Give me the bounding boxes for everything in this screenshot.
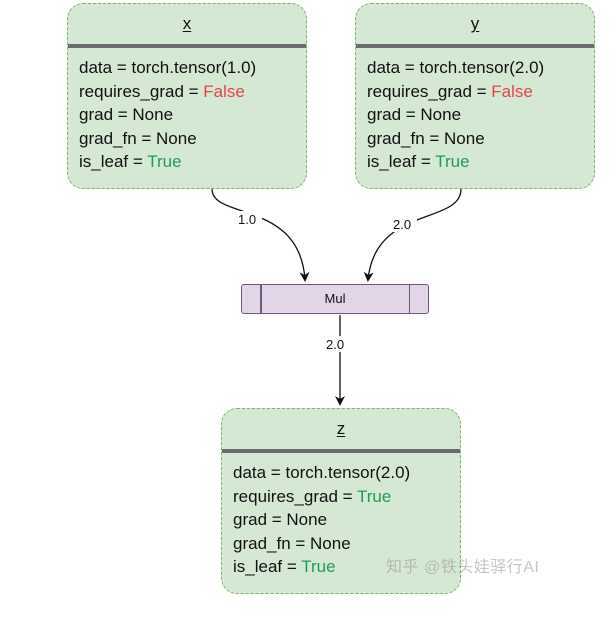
node-divider <box>222 449 460 453</box>
op-right-bar <box>408 285 410 313</box>
attr-value-true: True <box>356 486 392 506</box>
node-divider <box>68 44 306 48</box>
attr-value: None <box>420 105 462 124</box>
attr-value: torch.tensor(2.0) <box>419 58 545 77</box>
attr-row-data: data = torch.tensor(2.0) <box>367 56 584 80</box>
attr-value-true: True <box>435 152 470 171</box>
attr-row-is-leaf: is_leaf = True <box>233 555 450 579</box>
attr-key: requires_grad = <box>233 486 357 506</box>
attr-row-requires-grad: requires_grad = False <box>367 80 584 104</box>
attr-value: None <box>310 533 351 553</box>
attr-row-is-leaf: is_leaf = True <box>79 150 296 174</box>
node-title: x <box>182 14 192 33</box>
edge-x-to-mul <box>211 188 310 282</box>
tensor-node-x: x data = torch.tensor(1.0) requires_grad… <box>67 3 307 189</box>
mul-operation-node: Mul <box>241 284 429 314</box>
attr-key: is_leaf = <box>79 152 148 171</box>
tensor-node-z: z data = torch.tensor(2.0) requires_grad… <box>221 408 461 594</box>
edge-label-y-to-mul: 2.0 <box>393 217 411 232</box>
attr-value-true: True <box>147 152 182 171</box>
op-left-bar <box>260 285 262 313</box>
attr-key: is_leaf = <box>367 152 436 171</box>
attr-row-is-leaf: is_leaf = True <box>367 150 584 174</box>
tensor-node-y: y data = torch.tensor(2.0) requires_grad… <box>355 3 595 189</box>
attr-row-requires-grad: requires_grad = True <box>233 485 450 509</box>
watermark: 知乎 @铁头娃驿行AI <box>386 559 540 576</box>
attr-key: data = <box>367 58 420 77</box>
attr-value: None <box>156 128 197 148</box>
attr-key: data = <box>79 58 132 77</box>
attr-key: grad_fn = <box>233 533 311 553</box>
attr-row-data: data = torch.tensor(1.0) <box>79 56 296 80</box>
attr-row-data: data = torch.tensor(2.0) <box>233 461 450 485</box>
attr-value-false: False <box>491 81 533 101</box>
attr-value-true: True <box>301 557 336 576</box>
attr-key: data = <box>233 463 286 482</box>
attr-value-false: False <box>203 81 245 101</box>
edge-y-to-mul <box>363 188 462 282</box>
attr-row-grad-fn: grad_fn = None <box>79 127 296 151</box>
attr-value: None <box>286 510 328 529</box>
attr-row-grad: grad = None <box>79 103 296 127</box>
attr-value: None <box>444 128 485 148</box>
attr-key: grad = <box>79 105 133 124</box>
attr-key: grad = <box>233 510 287 529</box>
node-title: z <box>336 419 346 438</box>
attr-key: is_leaf = <box>233 557 302 576</box>
op-label: Mul <box>324 291 346 306</box>
node-title: y <box>470 14 480 33</box>
attr-key: grad = <box>367 105 421 124</box>
attr-key: requires_grad = <box>79 81 204 101</box>
attr-row-grad: grad = None <box>367 103 584 127</box>
node-divider <box>356 44 594 48</box>
attr-value: None <box>132 105 174 124</box>
attr-row-requires-grad: requires_grad = False <box>79 80 296 104</box>
attr-value: torch.tensor(1.0) <box>131 58 257 77</box>
attr-row-grad-fn: grad_fn = None <box>367 127 584 151</box>
attr-row-grad: grad = None <box>233 508 450 532</box>
attr-key: grad_fn = <box>367 128 445 148</box>
attr-key: requires_grad = <box>367 81 492 101</box>
attr-row-grad-fn: grad_fn = None <box>233 532 450 556</box>
attr-value: torch.tensor(2.0) <box>285 463 411 482</box>
edge-label-mul-to-z: 2.0 <box>326 337 344 352</box>
edge-label-x-to-mul: 1.0 <box>238 212 256 227</box>
attr-key: grad_fn = <box>79 128 157 148</box>
